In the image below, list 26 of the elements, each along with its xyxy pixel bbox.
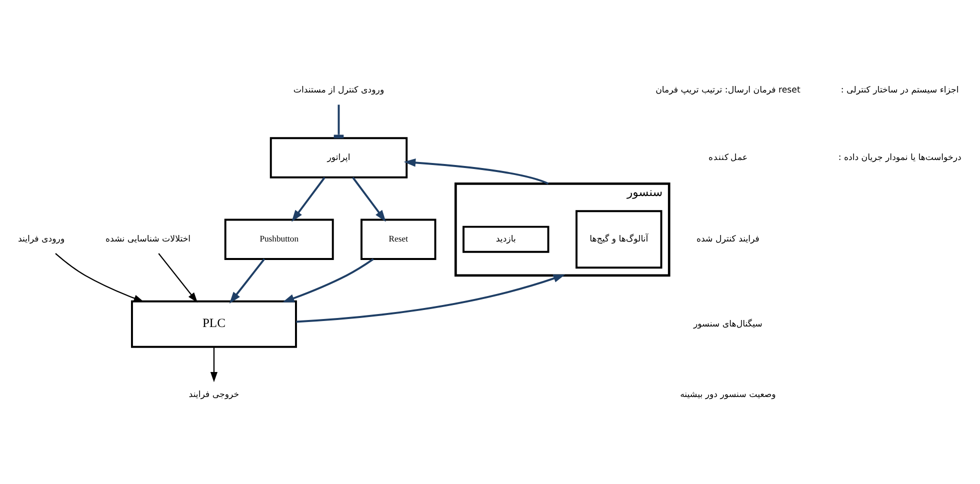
- node-box: Pushbutton: [224, 218, 334, 260]
- node-box: PLC: [131, 300, 297, 348]
- label: فرمان ارسال: ترتیب تریپ فرمان reset: [656, 84, 800, 95]
- arrow: [229, 258, 266, 304]
- node-box: آنالوگ‌ها و گیج‌ها: [576, 210, 662, 268]
- node-box: Reset: [360, 218, 436, 260]
- node-box: اپراتور: [270, 136, 408, 178]
- arrow: [55, 252, 144, 302]
- label: عمل کننده: [708, 151, 748, 162]
- node-text: ورودی کنترل از مستندات: [293, 84, 384, 95]
- node-text: خروجی فرایند: [188, 389, 240, 400]
- arrow: [404, 158, 549, 184]
- arrow: [352, 176, 386, 222]
- label: وصعیت سنسور دور بیشینه: [680, 389, 776, 400]
- arrow: [282, 258, 374, 302]
- label: فرایند کنترل شده: [696, 234, 760, 244]
- label: سیگنال‌های سنسور: [694, 318, 762, 329]
- node-text: ورودی فرایند: [18, 234, 65, 244]
- arrow: [210, 346, 218, 382]
- arrow: [158, 252, 198, 302]
- node-box: بازدید: [462, 225, 550, 252]
- arrow: [292, 176, 326, 222]
- arrow: [296, 274, 566, 322]
- legend-label: : درخواست‌ها یا نمودار جریان داده: [838, 152, 962, 162]
- node-text: اختلالات شناسایی نشده: [106, 234, 191, 244]
- legend-label: : اجزاء سیستم در ساختار کنترلی: [840, 84, 959, 95]
